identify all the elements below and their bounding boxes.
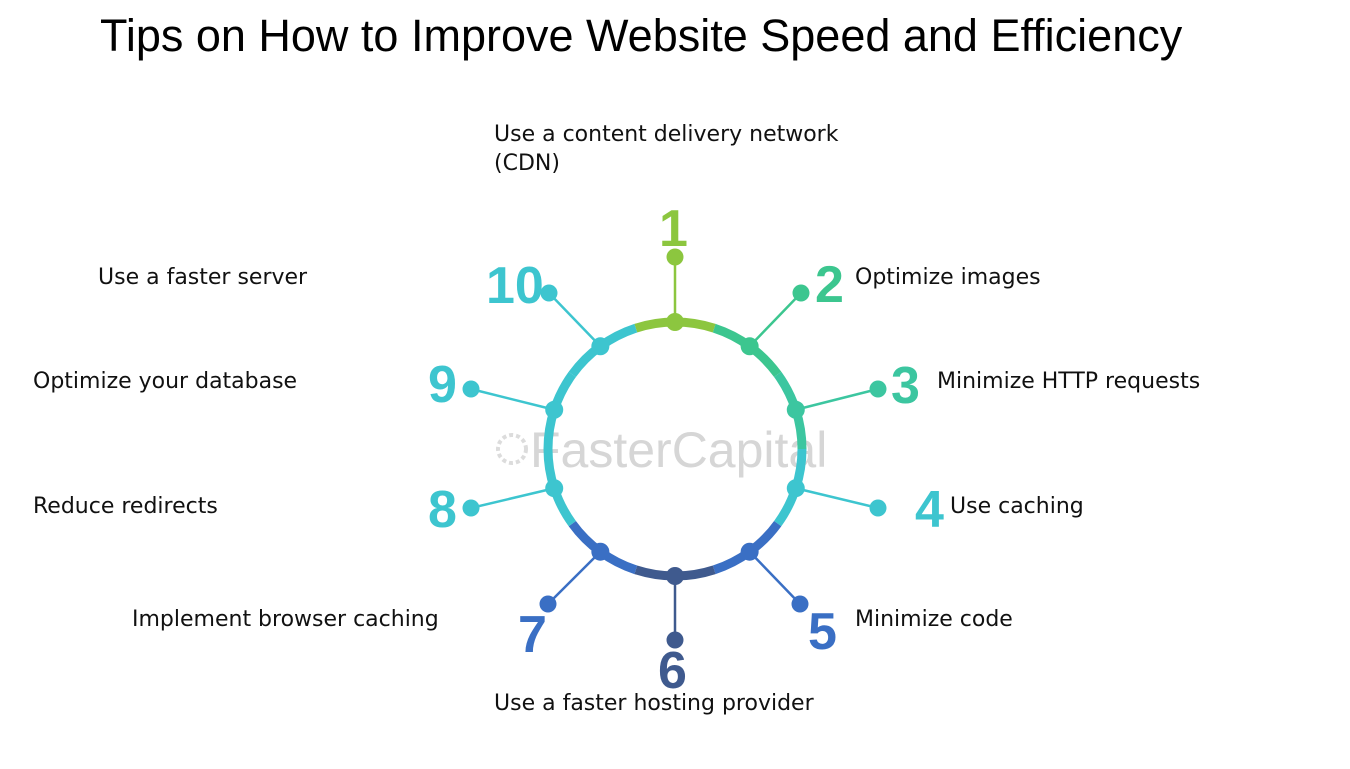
ring-node-9 (545, 400, 564, 419)
ring-node-1 (666, 313, 684, 331)
ring-node-5 (740, 542, 759, 561)
step-number-2: 2 (815, 256, 844, 314)
step-number-5: 5 (808, 603, 837, 661)
ring-node-7 (591, 542, 610, 561)
step-number-4: 4 (915, 481, 944, 539)
outer-node-4 (869, 499, 887, 517)
step-number-3: 3 (891, 357, 920, 415)
outer-node-10 (540, 284, 558, 302)
connector-8 (470, 487, 555, 510)
ring-node-2 (740, 337, 759, 356)
tip-label-7: Implement browser caching (132, 607, 439, 632)
step-number-1: 1 (659, 200, 688, 258)
step-number-7: 7 (518, 606, 547, 664)
watermark-gear-icon (496, 433, 528, 465)
connector-5 (748, 550, 801, 605)
tip-label-1: Use a content delivery network (CDN) (494, 122, 839, 176)
outer-node-5 (791, 595, 809, 613)
tip-label-6: Use a faster hosting provider (494, 691, 814, 716)
ring-node-8 (545, 479, 564, 498)
ring-node-3 (786, 400, 805, 419)
ring-node-10 (591, 337, 610, 356)
outer-node-6 (666, 631, 684, 649)
tip-label-2: Optimize images (855, 265, 1041, 290)
tip-label-4: Use caching (950, 494, 1084, 519)
outer-node-8 (462, 499, 480, 517)
connector-9 (470, 387, 555, 411)
tip-label-8: Reduce redirects (33, 494, 218, 519)
outer-node-2 (792, 284, 810, 302)
step-number-9: 9 (428, 356, 457, 414)
connector-4 (795, 487, 879, 510)
connector-3 (795, 387, 879, 411)
outer-node-3 (869, 380, 887, 398)
outer-node-7 (539, 595, 557, 613)
step-number-6: 6 (658, 642, 687, 700)
connector-7 (547, 550, 602, 605)
connector-2 (748, 292, 802, 348)
step-number-8: 8 (428, 481, 457, 539)
page-title: Tips on How to Improve Website Speed and… (100, 10, 1183, 61)
tip-label-5: Minimize code (855, 607, 1013, 632)
tip-label-10: Use a faster server (98, 265, 308, 290)
outer-node-1 (666, 248, 684, 266)
connector-10 (548, 292, 602, 348)
tip-label-9: Optimize your database (33, 369, 298, 394)
outer-node-9 (462, 380, 480, 398)
watermark-text: FasterCapital (530, 422, 827, 478)
tip-label-3: Minimize HTTP requests (937, 369, 1201, 394)
step-number-10: 10 (486, 257, 544, 315)
ring-node-6 (666, 567, 684, 585)
ring-node-4 (786, 479, 805, 498)
